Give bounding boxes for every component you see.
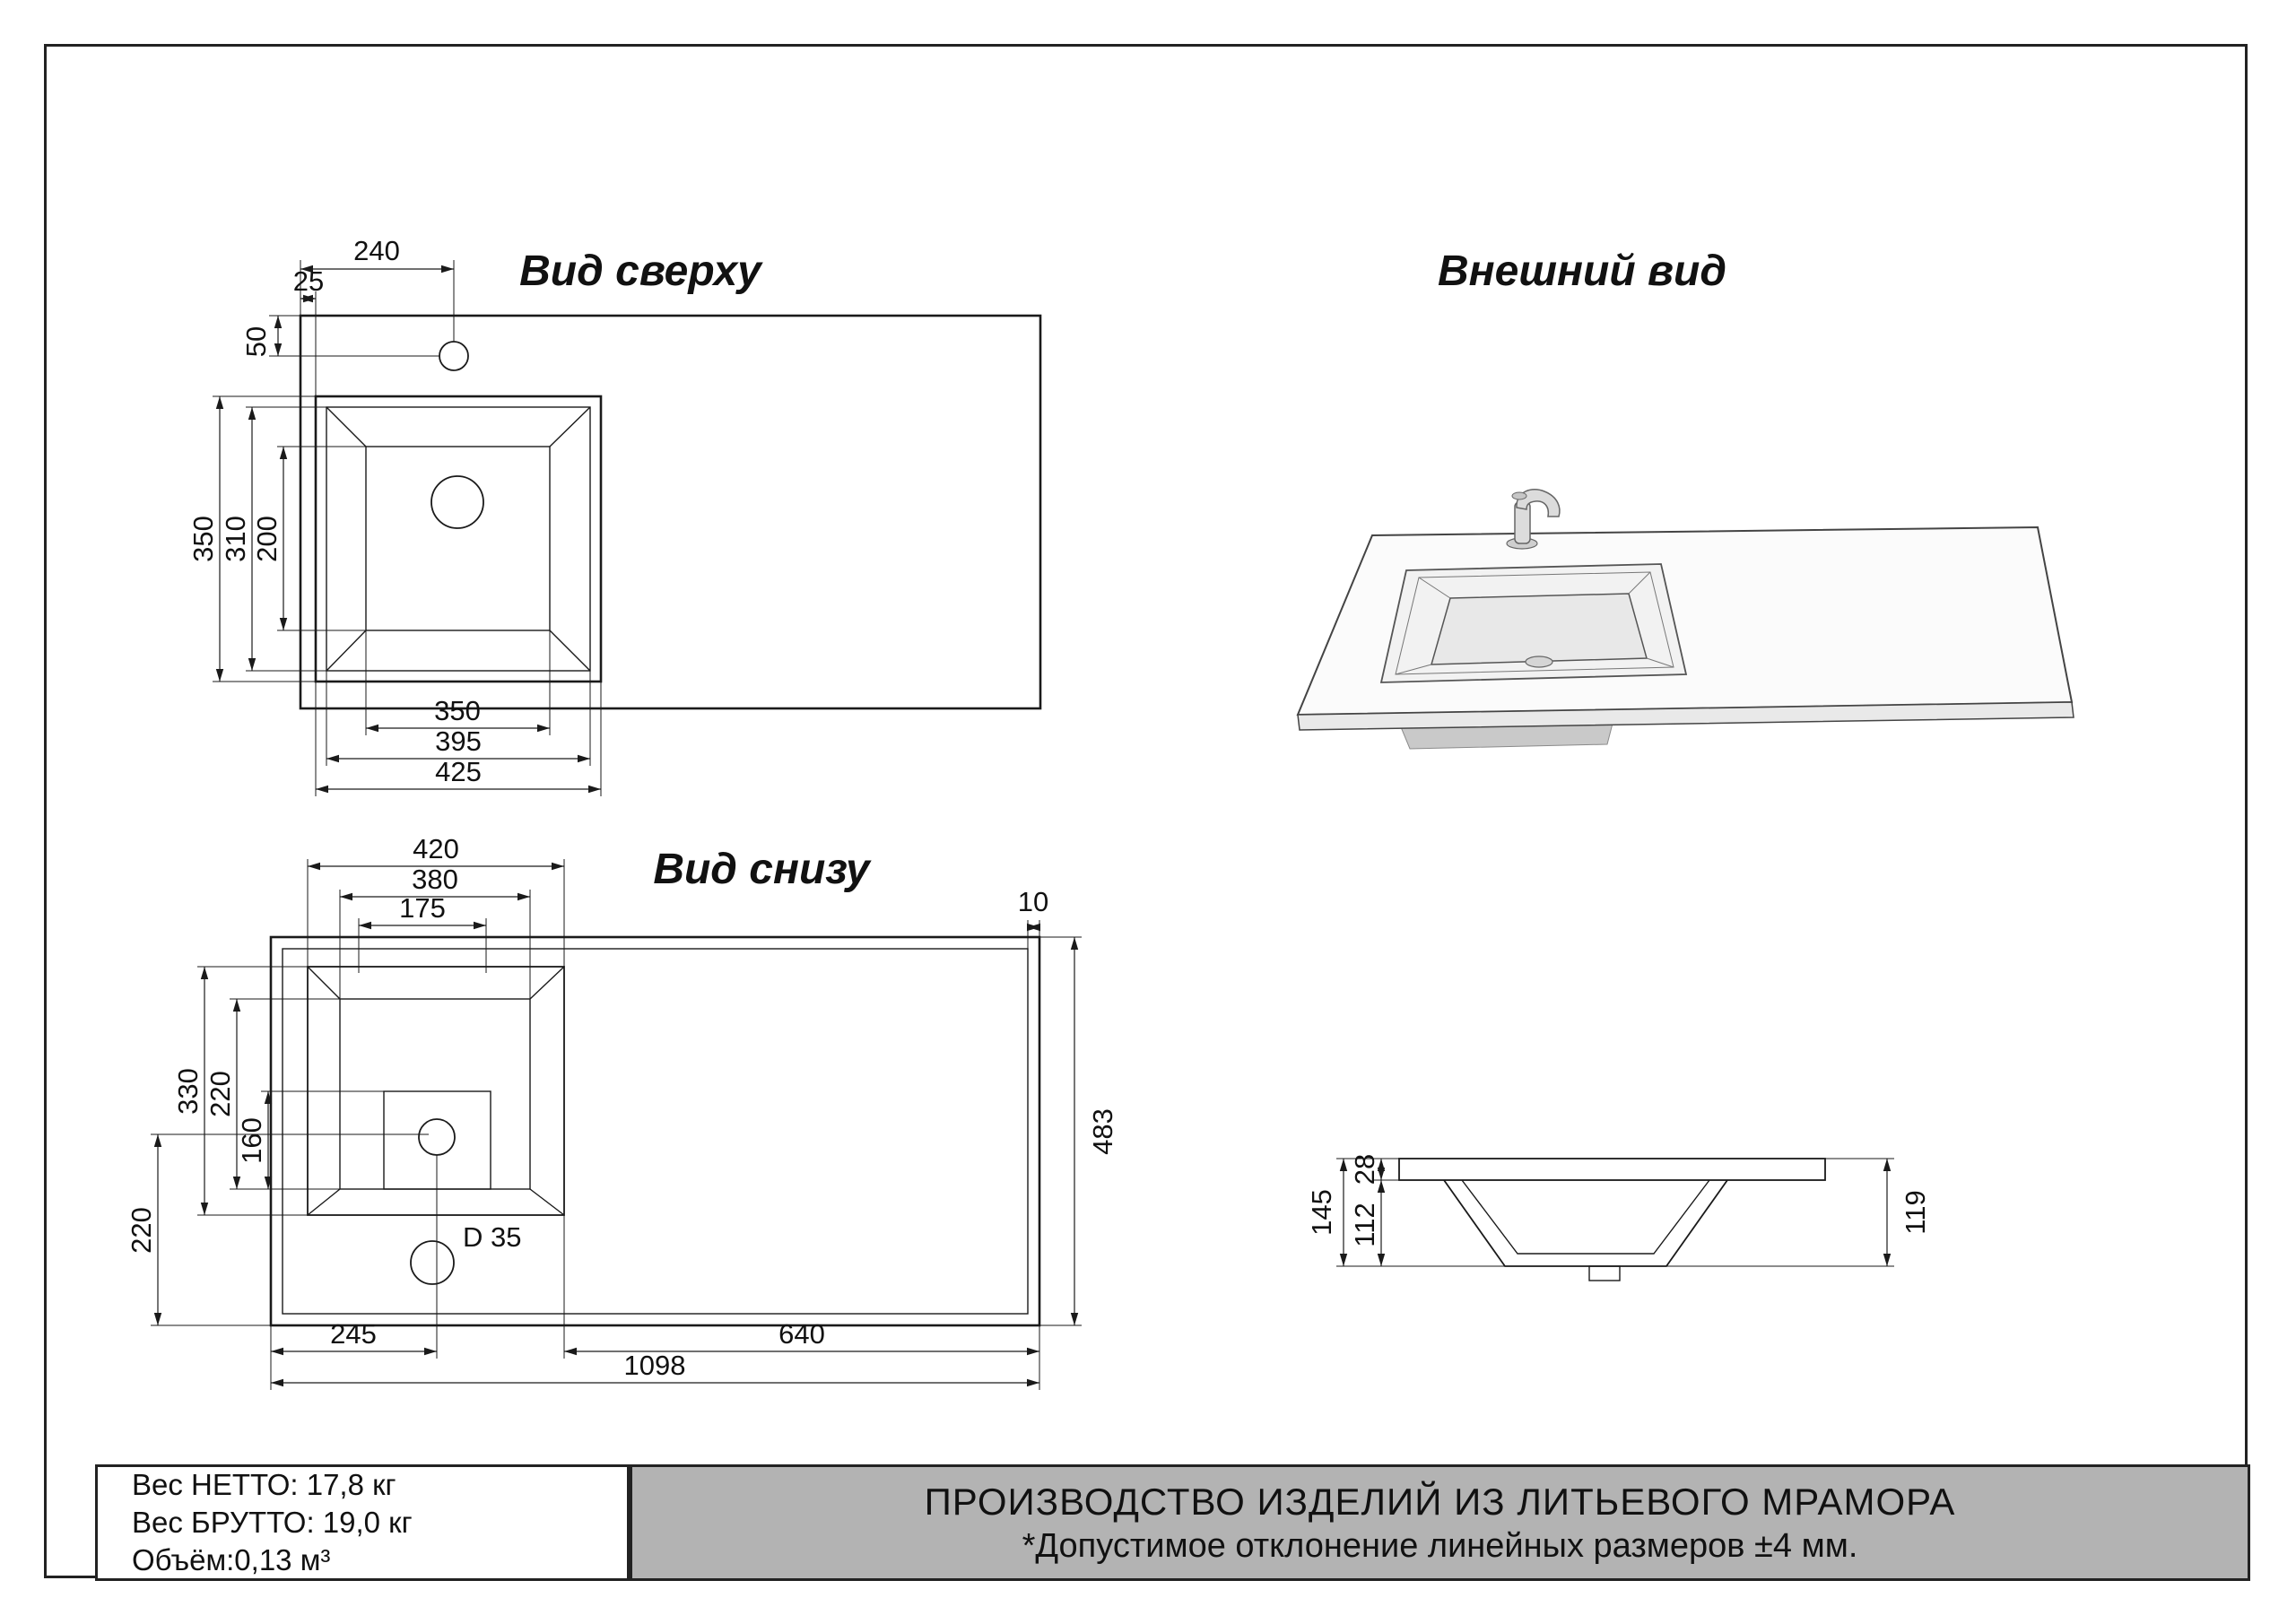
dimension-50: 50: [240, 315, 439, 357]
basin-section-outer-wall: [1443, 1179, 1728, 1267]
faucet-handle: [1511, 491, 1527, 500]
dimension-119: 119: [1666, 1158, 1931, 1267]
bottom-view: Вид снизу D 35 420: [126, 833, 1118, 1390]
dimension-220b: 220: [126, 1133, 429, 1326]
basin-corner-edge: [307, 966, 341, 1000]
sink-bottom: [365, 446, 551, 631]
basin-3d-wall-edge: [1646, 657, 1674, 668]
basin-corner-edge: [326, 406, 367, 447]
basin-3d-wall-edge: [1418, 577, 1451, 599]
weight-info-box: Вес НЕТТО: 17,8 кг Вес БРУТТО: 19,0 кг О…: [95, 1464, 630, 1581]
dimension-10: 10: [1018, 886, 1048, 949]
overflow-hole: [410, 1240, 455, 1285]
dim-label-425: 425: [435, 756, 482, 787]
basin-corner-edge: [307, 1188, 341, 1216]
countertop-bottom-inner-edge: [282, 948, 1029, 1315]
dim-label-112: 112: [1349, 1203, 1380, 1246]
dim-label-25: 25: [293, 265, 324, 297]
dimension-310: 310: [220, 406, 326, 672]
dim-label-483: 483: [1087, 1108, 1118, 1155]
dim-label-1098: 1098: [624, 1350, 686, 1381]
dimension-330: 330: [172, 966, 308, 1216]
dimension-380: 380: [339, 864, 531, 999]
drain-hole: [430, 475, 484, 529]
dim-label-10: 10: [1018, 886, 1048, 917]
top-view-title: Вид сверху: [519, 248, 763, 295]
dim-label-d35: D 35: [463, 1221, 521, 1253]
drain-3d: [1525, 656, 1553, 668]
basin-corner-edge: [549, 406, 591, 447]
dimension-425: 425: [315, 682, 602, 796]
dim-label-420: 420: [413, 833, 459, 864]
countertop-outline: [299, 314, 1042, 710]
dimension-240: 240: [300, 235, 455, 342]
dimension-350b: 350: [365, 630, 551, 735]
dim-label-220b: 220: [126, 1207, 157, 1254]
dim-label-240: 240: [353, 235, 400, 266]
production-title: ПРОИЗВОДСТВО ИЗДЕЛИЙ ИЗ ЛИТЬЕВОГО МРАМОР…: [924, 1480, 1956, 1523]
dimension-175: 175: [358, 892, 487, 973]
production-banner: ПРОИЗВОДСТВО ИЗДЕЛИЙ ИЗ ЛИТЬЕВОГО МРАМОР…: [630, 1464, 2250, 1581]
countertop-bottom-outline: [269, 935, 1041, 1327]
dim-label-50: 50: [240, 326, 272, 357]
basin-section-inner-wall: [1461, 1179, 1710, 1255]
volume: Объём:0,13 м³: [132, 1543, 331, 1576]
countertop-3d-front-edge: [1297, 701, 2074, 731]
bottom-view-title: Вид снизу: [653, 846, 872, 893]
dim-label-200: 200: [251, 516, 283, 562]
dim-label-395: 395: [435, 725, 482, 757]
dim-label-640: 640: [778, 1318, 825, 1350]
basin-corner-edge: [529, 1188, 565, 1216]
dim-label-145: 145: [1306, 1189, 1337, 1236]
sink-bottom-inner: [339, 998, 531, 1190]
basin-corner-edge: [549, 630, 591, 672]
basin-corner-edge: [326, 630, 367, 672]
dim-label-175: 175: [399, 892, 446, 924]
dimension-420: 420: [307, 833, 565, 967]
tolerance-note: *Допустимое отклонение линейных размеров…: [1022, 1526, 1858, 1565]
dim-label-350v: 350: [187, 516, 219, 562]
dimension-160: 160: [236, 1090, 384, 1190]
basin-3d-wall-edge: [1628, 571, 1651, 595]
dimension-395: 395: [326, 671, 591, 766]
faucet-spout: [1516, 489, 1561, 517]
faucet-3d: [1506, 489, 1561, 550]
external-view-title: Внешний вид: [1438, 248, 1726, 295]
sink-rim-inner: [326, 406, 591, 672]
drain-hole-bottom: [418, 1118, 456, 1156]
dimension-200: 200: [251, 446, 366, 631]
basin-corner-edge: [529, 966, 565, 1000]
dim-label-310: 310: [220, 516, 251, 562]
dimension-25: 25: [293, 265, 324, 396]
dim-label-119: 119: [1900, 1190, 1931, 1234]
sink-rim-outer: [314, 395, 603, 683]
dim-label-220a: 220: [204, 1071, 236, 1117]
dim-label-28: 28: [1349, 1154, 1380, 1185]
dim-label-380: 380: [412, 864, 458, 895]
faucet-hole: [439, 341, 469, 371]
dim-label-160: 160: [236, 1117, 267, 1164]
dimension-350v: 350: [187, 395, 316, 682]
dimension-245: 245: [270, 1155, 438, 1359]
dimension-1098: 1098: [270, 1350, 1040, 1390]
net-weight: Вес НЕТТО: 17,8 кг: [132, 1468, 396, 1501]
drain-stub: [1588, 1265, 1621, 1281]
countertop-section-plate: [1398, 1158, 1826, 1181]
gross-weight: Вес БРУТТО: 19,0 кг: [132, 1506, 413, 1539]
basin-3d-bottom: [1430, 593, 1648, 665]
external-view: Внешний вид: [1296, 248, 2074, 750]
dimension-483: 483: [1039, 936, 1118, 1326]
dim-label-350b: 350: [434, 695, 481, 726]
section-view: 145 28 112 119: [1306, 1154, 1931, 1281]
basin-3d-wall-edge: [1395, 664, 1432, 675]
dimension-145: 145: [1306, 1158, 1505, 1267]
top-view: Вид сверху 240: [187, 235, 1042, 796]
dimension-112: 112: [1349, 1180, 1386, 1266]
dimension-640: 640: [563, 1215, 1040, 1359]
dim-label-245: 245: [330, 1318, 377, 1350]
dim-label-330: 330: [172, 1068, 204, 1115]
dimension-220a: 220: [204, 998, 340, 1190]
